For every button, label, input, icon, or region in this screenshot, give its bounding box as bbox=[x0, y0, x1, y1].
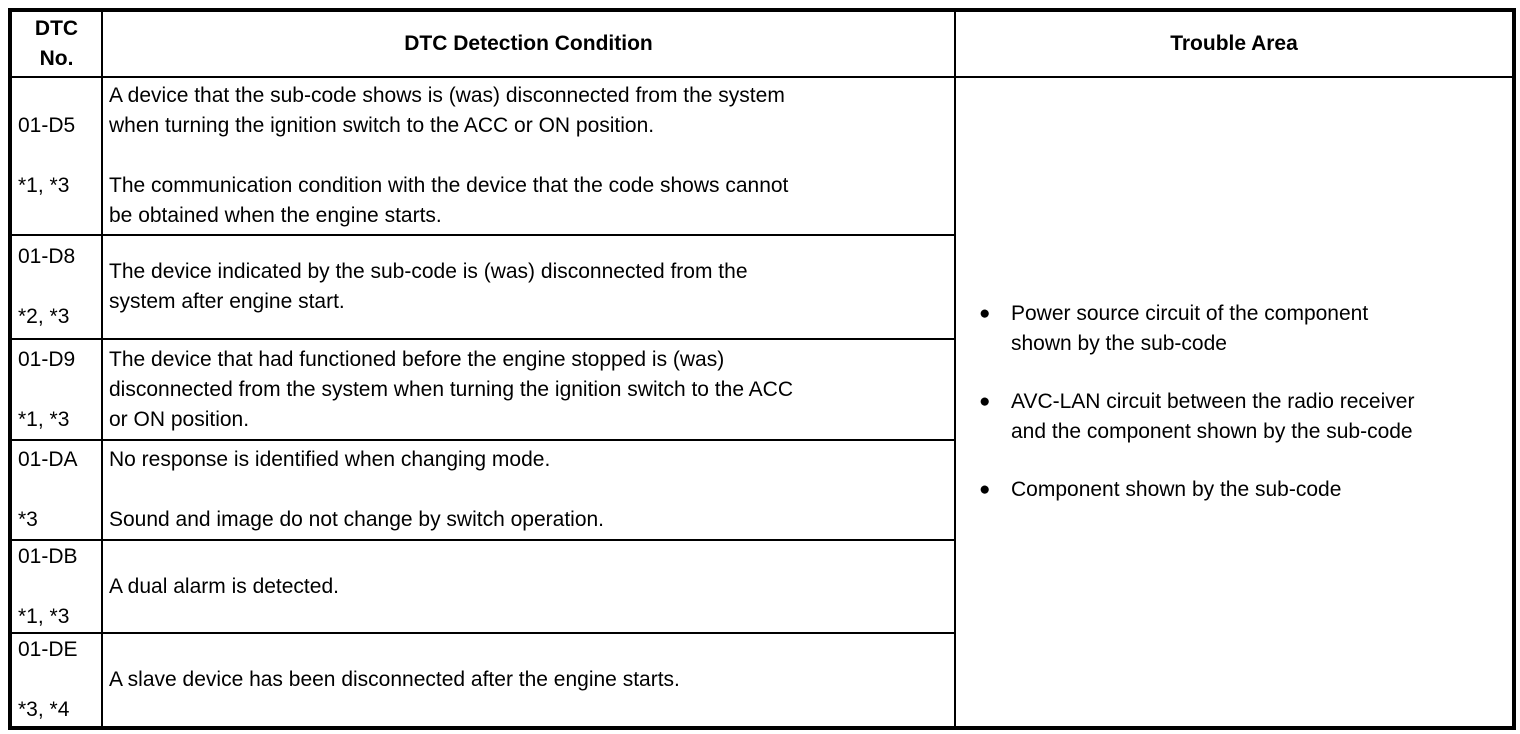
dtc-note: *1, *3 bbox=[18, 604, 70, 628]
table-row: 01-D9 *1, *3 The device that had functio… bbox=[9, 338, 1514, 441]
header-row: DTC No. DTC Detection Condition Trouble … bbox=[9, 9, 1515, 78]
header-dtc-no-line1: DTC bbox=[34, 17, 79, 40]
table-row: 01-D8 *2, *3 The device indicated by the… bbox=[9, 234, 1514, 340]
bullet-icon: ● bbox=[979, 391, 991, 412]
header-detection-condition: DTC Detection Condition bbox=[101, 9, 956, 78]
condition-paragraph: A device that the sub-code shows is (was… bbox=[109, 84, 785, 137]
table-row: 01-DA *3 No response is identified when … bbox=[9, 439, 1514, 541]
condition-paragraph: The device that had functioned before th… bbox=[109, 347, 794, 431]
header-trouble-area: Trouble Area bbox=[954, 9, 1515, 78]
dtc-table: DTC No. DTC Detection Condition Trouble … bbox=[8, 8, 1516, 730]
dtc-code-cell: 01-D9 *1, *3 bbox=[9, 338, 103, 441]
dtc-code-cell: 01-D8 *2, *3 bbox=[9, 234, 103, 340]
condition-cell: A slave device has been disconnected aft… bbox=[101, 632, 956, 729]
dtc-code-cell: 01-DA *3 bbox=[9, 439, 103, 541]
header-dtc-no: DTC No. bbox=[9, 9, 103, 78]
condition-cell: A dual alarm is detected. bbox=[101, 539, 956, 634]
condition-cell: The device indicated by the sub-code is … bbox=[101, 234, 956, 340]
dtc-code-cell: 01-DB *1, *3 bbox=[9, 539, 103, 634]
bullet-icon: ● bbox=[979, 303, 991, 324]
dtc-code: 01-DB bbox=[18, 544, 78, 568]
condition-paragraph: A dual alarm is detected. bbox=[109, 574, 339, 598]
bullet-icon: ● bbox=[979, 479, 991, 500]
condition-cell: No response is identified when changing … bbox=[101, 439, 956, 541]
dtc-note: *3, *4 bbox=[18, 698, 70, 721]
trouble-area-cell: ● Power source circuit of the component … bbox=[954, 76, 1515, 729]
table-row: 01-DE *3, *4 A slave device has been dis… bbox=[9, 632, 1514, 729]
dtc-note: *1, *3 bbox=[18, 407, 70, 431]
dtc-note: *3 bbox=[18, 508, 38, 531]
condition-cell: The device that had functioned before th… bbox=[101, 338, 956, 441]
dtc-note: *1, *3 bbox=[18, 174, 70, 197]
dtc-code-cell: 01-DE *3, *4 bbox=[9, 632, 103, 729]
table-row: 01-DB *1, *3 A dual alarm is detected. bbox=[9, 539, 1514, 634]
condition-paragraph: The communication condition with the dev… bbox=[109, 174, 789, 227]
trouble-area-item: ● Power source circuit of the component … bbox=[979, 299, 1512, 359]
dtc-code: 01-D9 bbox=[18, 347, 76, 371]
trouble-area-item: ● Component shown by the sub-code bbox=[979, 475, 1512, 505]
dtc-note: *2, *3 bbox=[18, 305, 70, 328]
condition-paragraph: A slave device has been disconnected aft… bbox=[109, 668, 680, 691]
table-row: 01-D5 *1, *3 A device that the sub-code … bbox=[9, 76, 1515, 729]
dtc-code: 01-DA bbox=[18, 448, 78, 471]
condition-paragraph: Sound and image do not change by switch … bbox=[109, 508, 605, 531]
dtc-code: 01-D5 bbox=[18, 114, 76, 137]
header-dtc-no-line2: No. bbox=[39, 47, 74, 70]
trouble-area-item: ● AVC-LAN circuit between the radio rece… bbox=[979, 387, 1512, 447]
trouble-area-text: Power source circuit of the component sh… bbox=[1011, 302, 1369, 355]
dtc-code: 01-D8 bbox=[18, 245, 76, 268]
trouble-area-text: AVC-LAN circuit between the radio receiv… bbox=[1011, 390, 1415, 443]
condition-paragraph: No response is identified when changing … bbox=[109, 448, 551, 471]
dtc-code-cell: 01-D5 *1, *3 bbox=[9, 76, 103, 236]
condition-cell: A device that the sub-code shows is (was… bbox=[101, 76, 956, 236]
condition-paragraph: The device indicated by the sub-code is … bbox=[109, 260, 748, 313]
trouble-area-text: Component shown by the sub-code bbox=[1011, 478, 1342, 501]
dtc-code: 01-DE bbox=[18, 638, 78, 661]
